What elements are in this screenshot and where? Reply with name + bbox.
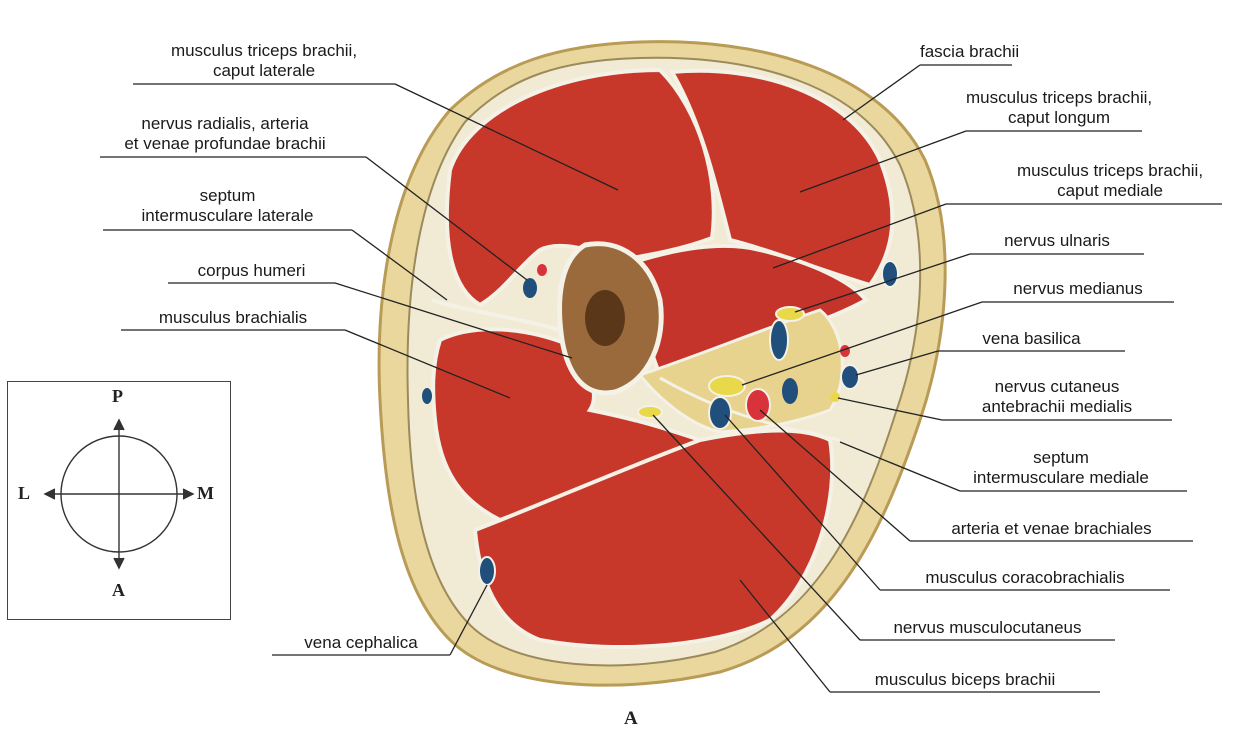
label-musculus-brachialis: musculus brachialis: [121, 308, 345, 328]
radial-vessel-2: [537, 264, 547, 276]
medullary-cavity: [585, 290, 625, 346]
label-coracobrachialis: musculus coracobrachialis: [880, 568, 1170, 588]
label-corpus-humeri: corpus humeri: [168, 261, 335, 281]
nervus-medianus-shape: [709, 376, 745, 396]
nervus-musculocutaneus-shape: [638, 406, 662, 418]
label-nervus-medianus: nervus medianus: [982, 279, 1174, 299]
nervus-cutaneus-shape: [830, 392, 840, 402]
brachial-vein-3: [709, 397, 731, 429]
nervus-ulnaris-shape: [776, 307, 804, 321]
brachial-vein-1: [770, 320, 788, 360]
compass-medial: M: [197, 483, 214, 504]
label-vena-basilica: vena basilica: [938, 329, 1125, 349]
posterior-medial-vein: [882, 261, 898, 287]
radial-vessel-1: [523, 278, 537, 298]
brachial-vein-2: [782, 378, 798, 404]
label-nervus-ulnaris: nervus ulnaris: [970, 231, 1144, 251]
compass-anterior: A: [112, 580, 125, 601]
vena-basilica: [841, 365, 859, 389]
lateral-vein: [422, 388, 432, 404]
label-musculocutaneus: nervus musculocutaneus: [860, 618, 1115, 638]
label-biceps-brachii: musculus biceps brachii: [830, 670, 1100, 690]
label-arteria-brachiales: arteria et venae brachiales: [910, 519, 1193, 539]
vena-cephalica: [479, 557, 495, 585]
compass-posterior: P: [112, 386, 123, 407]
figure-letter: A: [624, 708, 638, 730]
label-fascia-brachii: fascia brachii: [920, 42, 1012, 62]
label-vena-cephalica: vena cephalica: [272, 633, 450, 653]
label-triceps-longum: musculus triceps brachii,caput longum: [966, 88, 1152, 128]
label-triceps-laterale: musculus triceps brachii,caput laterale: [133, 41, 395, 81]
label-triceps-mediale: musculus triceps brachii,caput mediale: [980, 161, 1240, 201]
compass-lateral: L: [18, 483, 30, 504]
